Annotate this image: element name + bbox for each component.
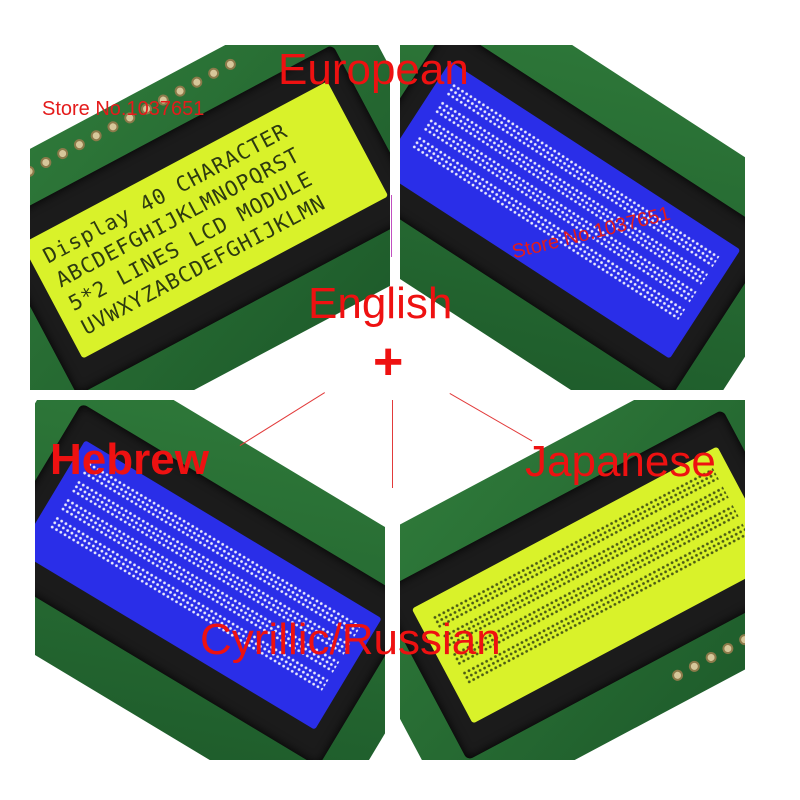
label-cyrillic-russian: Cyrillic/Russian: [200, 615, 501, 664]
connector-line: [391, 195, 392, 257]
lcd-glyph-row: [81, 461, 362, 637]
pcb-board: Display 40 CHARACTER ABCDEFGHIJKLMNOPQRS…: [30, 45, 390, 390]
lcd-photo-bottom-left: [35, 400, 385, 760]
lcd-photo-top-right: [400, 45, 745, 390]
label-plus: +: [373, 333, 404, 391]
lcd-screen: [411, 446, 745, 724]
lcd-glyph-row: [49, 515, 330, 691]
lcd-glyph-row: [434, 99, 709, 285]
lcd-bezel: Display 40 CHARACTER ABCDEFGHIJKLMNOPQRS…: [30, 45, 390, 390]
label-japanese: Japanese: [525, 437, 716, 486]
store-watermark: Store No.1037651: [42, 98, 205, 120]
label-hebrew: Hebrew: [50, 435, 209, 484]
pcb-board: [400, 45, 745, 390]
connector-line: [392, 400, 393, 488]
lcd-photo-top-left: Display 40 CHARACTER ABCDEFGHIJKLMNOPQRS…: [30, 45, 390, 390]
lcd-photo-bottom-right: [400, 400, 745, 760]
label-european: European: [278, 45, 469, 94]
lcd-bezel: [400, 45, 745, 390]
label-english: English: [308, 279, 453, 328]
